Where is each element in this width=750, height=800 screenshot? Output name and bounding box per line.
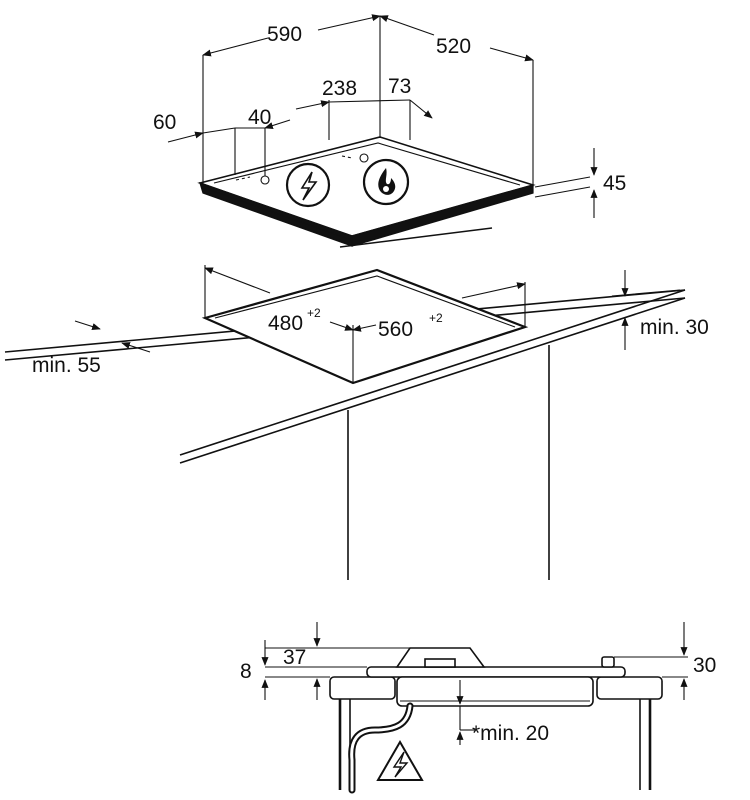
left-offset-label: 60 (153, 111, 176, 134)
right-offset-label: 73 (388, 75, 411, 98)
cutout-depth-tolerance: +2 (429, 311, 443, 325)
electric-warning-icon (376, 740, 424, 781)
dimension-60-40: 60 40 (153, 106, 291, 143)
dimension-min-20: *min. 20 (456, 680, 549, 745)
depth-label: 520 (436, 35, 471, 58)
top-extension-lines (202, 16, 591, 198)
flame-icon (378, 168, 396, 195)
dimension-238-73: 238 73 (295, 75, 433, 119)
dimension-45: 45 (590, 148, 626, 218)
electric-burner (285, 162, 331, 208)
cutout-width-label: 480 (268, 312, 303, 335)
height-label: 37 (283, 646, 306, 669)
lightning-icon (300, 171, 318, 201)
dimension-8: 8 (240, 640, 269, 700)
worktop (4, 268, 686, 580)
width-label: 590 (267, 23, 302, 46)
dimension-37: 37 (283, 622, 321, 700)
min-front-label: min. 55 (32, 354, 101, 377)
side-extension-lines (265, 647, 688, 731)
burner-spacing-label: 238 (322, 77, 357, 100)
dimension-590: 590 (202, 14, 381, 57)
side-section (329, 647, 663, 794)
cutout-depth-label: 560 (378, 318, 413, 341)
dimension-min-30: min. 30 (621, 270, 709, 350)
dimension-520: 520 (379, 15, 534, 62)
min-back-label: min. 30 (640, 316, 709, 339)
edge-label: 8 (240, 660, 252, 683)
dimension-30: 30 (680, 622, 716, 700)
thickness-label: 45 (603, 172, 626, 195)
dimension-560: 560 +2 (352, 282, 526, 341)
right-height-label: 30 (693, 654, 716, 677)
cutout-width-tolerance: +2 (307, 306, 321, 320)
inner-offset-label: 40 (248, 106, 271, 129)
gas-burner (362, 158, 410, 206)
dimension-480: 480 +2 (204, 267, 354, 335)
dimension-min-55: min. 55 (32, 320, 151, 377)
min-clearance-label: *min. 20 (472, 722, 549, 745)
